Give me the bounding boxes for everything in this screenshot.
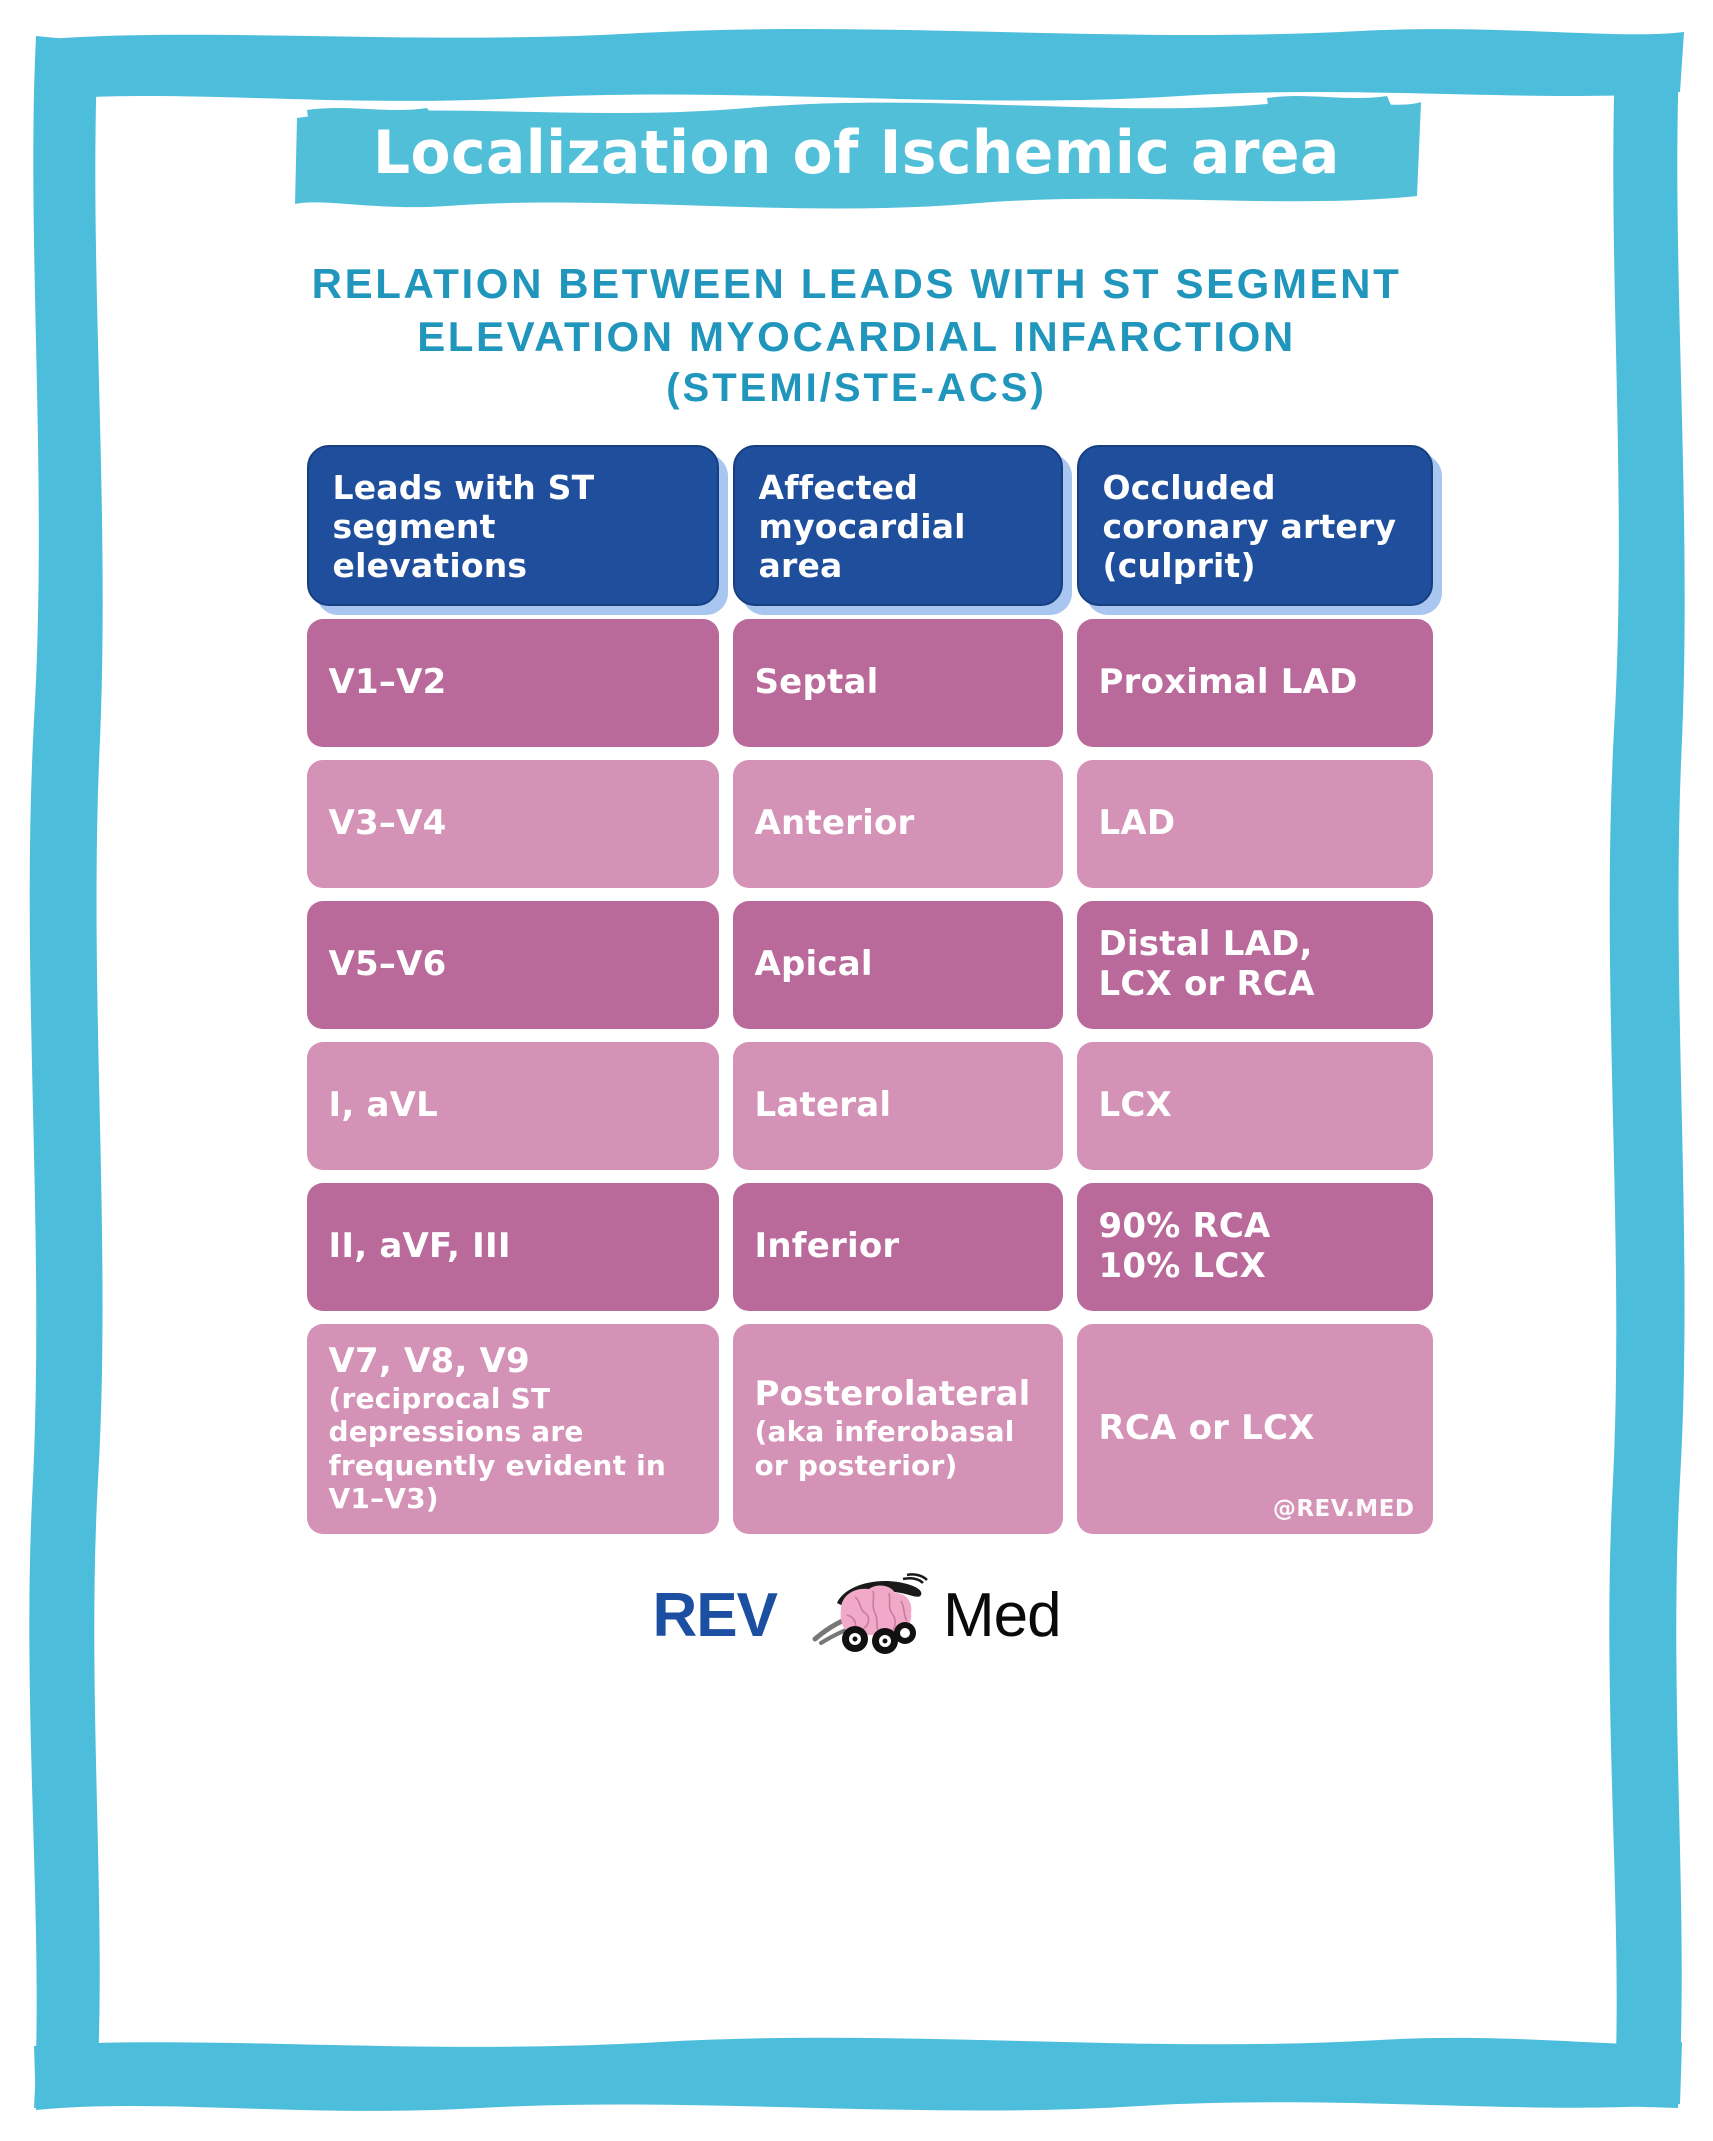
cell-leads-text: V7, V8, V9 (reciprocal ST depressions ar… [328, 1340, 697, 1516]
cell-leads: I, aVL [306, 1041, 719, 1170]
table-row: V5–V6 Apical Distal LAD,LCX or RCA [306, 900, 1433, 1029]
cell-area: Septal [732, 618, 1063, 747]
content-area: Localization of Ischemic area RELATION B… [60, 46, 1653, 2095]
cell-area-main: Posterolateral [754, 1374, 1031, 1415]
cell-artery: Proximal LAD [1076, 618, 1433, 747]
table-row: I, aVL Lateral LCX [306, 1041, 1433, 1170]
column-header-leads-label: Leads with ST segment elevations [332, 468, 595, 585]
cell-area-text: Posterolateral (aka inferobasal or poste… [754, 1374, 1041, 1482]
column-header-artery-label: Occluded coronary artery (culprit) [1102, 468, 1397, 585]
cell-area: Anterior [732, 759, 1063, 888]
title-brush-shape [287, 92, 1427, 214]
cell-area: Apical [732, 900, 1063, 1029]
cell-area: Posterolateral (aka inferobasal or poste… [732, 1323, 1063, 1534]
brand-logo: REV [652, 1568, 1062, 1664]
title-banner: Localization of Ischemic area [287, 92, 1427, 214]
cell-leads: V5–V6 [306, 900, 719, 1029]
table-row: V7, V8, V9 (reciprocal ST depressions ar… [306, 1323, 1433, 1534]
cell-area-text: Inferior [754, 1225, 900, 1266]
watermark-handle: @REV.MED [1272, 1495, 1415, 1522]
cell-artery-text: RCA or LCX [1098, 1407, 1315, 1448]
subtitle-line-2: ELEVATION MYOCARDIAL INFARCTION [417, 312, 1296, 360]
subtitle-block: RELATION BETWEEN LEADS WITH ST SEGMENT E… [312, 258, 1402, 413]
table-row: V3–V4 Anterior LAD [306, 759, 1433, 888]
cell-artery-text: LCX [1098, 1084, 1172, 1125]
column-header-leads: Leads with ST segment elevations [306, 445, 719, 606]
cell-artery-text: Proximal LAD [1098, 661, 1358, 702]
cell-leads-note: (reciprocal ST depressions are frequentl… [328, 1381, 667, 1516]
logo-word-rev: REV [652, 1581, 777, 1651]
column-header-area-label: Affected myocardial area [758, 468, 966, 585]
cell-leads-text: V1–V2 [328, 661, 447, 702]
table-row: V1–V2 Septal Proximal LAD [306, 618, 1433, 747]
cell-area: Lateral [732, 1041, 1063, 1170]
cell-leads: V7, V8, V9 (reciprocal ST depressions ar… [306, 1323, 719, 1534]
brain-on-wheels-icon [785, 1573, 935, 1659]
cell-artery-text: LAD [1098, 802, 1176, 843]
cell-leads: V1–V2 [306, 618, 719, 747]
cell-artery-text: Distal LAD,LCX or RCA [1098, 924, 1315, 1004]
cell-artery: LAD [1076, 759, 1433, 888]
cell-area-text: Anterior [754, 802, 915, 843]
cell-leads: II, aVF, III [306, 1182, 719, 1311]
cell-area-text: Lateral [754, 1084, 892, 1125]
cell-leads-text: V5–V6 [328, 943, 447, 984]
table-header-row: Leads with ST segment elevations Affecte… [306, 445, 1433, 606]
cell-area-text: Apical [754, 943, 873, 984]
cell-leads: V3–V4 [306, 759, 719, 888]
cell-artery: Distal LAD,LCX or RCA [1076, 900, 1433, 1029]
cell-leads-main: V7, V8, V9 [328, 1340, 530, 1381]
page-title: Localization of Ischemic area [373, 118, 1340, 188]
column-header-artery: Occluded coronary artery (culprit) [1076, 445, 1433, 606]
cell-artery: RCA or LCX @REV.MED [1076, 1323, 1433, 1534]
cell-leads-text: I, aVL [328, 1084, 439, 1125]
cell-leads-text: II, aVF, III [328, 1225, 511, 1266]
cell-artery: LCX [1076, 1041, 1433, 1170]
subtitle-line-3: (STEMI/STE-ACS) [666, 366, 1047, 410]
cell-area-text: Septal [754, 661, 879, 702]
column-header-area: Affected myocardial area [732, 445, 1063, 606]
cell-area-note: (aka inferobasal or posterior) [754, 1415, 1015, 1482]
cell-area: Inferior [732, 1182, 1063, 1311]
subtitle-line-1: RELATION BETWEEN LEADS WITH ST SEGMENT [311, 260, 1402, 307]
localization-table: Leads with ST segment elevations Affecte… [306, 445, 1433, 1534]
cell-leads-text: V3–V4 [328, 802, 447, 843]
logo-word-med: Med [942, 1581, 1062, 1651]
